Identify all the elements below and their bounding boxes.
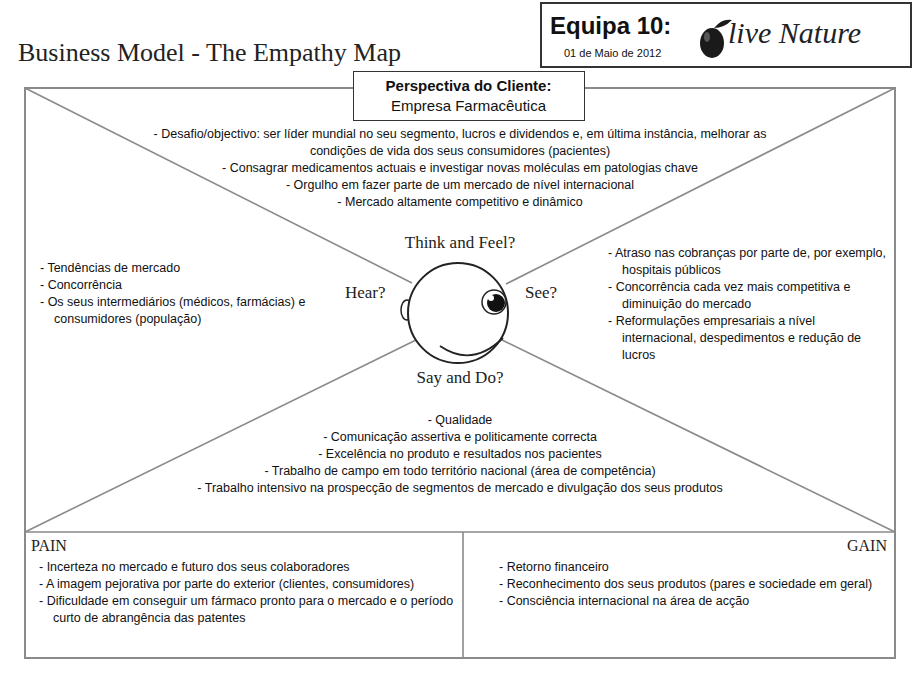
bullet-list: - Qualidade- Comunicação assertiva e pol…: [140, 412, 780, 497]
perspective-box: Perspectiva do Cliente: Empresa Farmacêut…: [353, 71, 585, 121]
bullet-item: - Dificuldade em conseguir um fármaco pr…: [39, 593, 455, 627]
bullet-item: - A imagem pejorativa por parte do exter…: [39, 576, 455, 593]
bullet-item: - Mercado altamente competitivo e dinâmi…: [140, 194, 780, 211]
bullet-item: - Consciência internacional na área de a…: [499, 593, 887, 610]
team-label: Equipa 10:: [550, 12, 671, 40]
bullet-item: - Orgulho em fazer parte de um mercado d…: [140, 177, 780, 194]
bullet-list: - Atraso nas cobranças por parte de, por…: [608, 245, 888, 364]
quadrant-heading: Say and Do?: [100, 368, 820, 388]
diagram-title: Business Model - The Empathy Map: [18, 38, 401, 68]
bullet-list: - Tendências de mercado- Concorrência- O…: [40, 260, 330, 328]
perspective-heading: Perspectiva do Cliente:: [354, 77, 583, 94]
brand-box: Equipa 10: live Nature 01 de Maio de 2012: [540, 2, 912, 68]
quadrant-heading: Hear?: [345, 283, 386, 303]
bullet-list: - Retorno financeiro- Reconhecimento dos…: [499, 559, 887, 610]
quadrant-heading: See?: [525, 283, 557, 303]
bullet-list: - Incerteza no mercado e futuro dos seus…: [39, 559, 455, 627]
date-label: 01 de Maio de 2012: [564, 47, 661, 59]
bullet-item: - Tendências de mercado: [40, 260, 330, 277]
brand-name: live Nature: [728, 16, 861, 50]
gain-box: GAIN - Retorno financeiro- Reconhecimento…: [463, 532, 895, 658]
bullet-item: - Reformulações empresariais a nível int…: [608, 313, 888, 364]
box-heading: PAIN: [31, 537, 67, 555]
bullet-item: - Reconhecimento dos seus produtos (pare…: [499, 576, 887, 593]
map-frame: [25, 88, 895, 658]
perspective-client: Empresa Farmacêutica: [354, 97, 583, 114]
bullet-item: - Consagrar medicamentos actuais e inves…: [140, 160, 780, 177]
divider-line: [462, 532, 464, 658]
pain-box: PAIN - Incerteza no mercado e futuro dos …: [25, 532, 463, 658]
bullet-list: - Desafio/objectivo: ser líder mundial n…: [140, 126, 780, 211]
bullet-item: - Concorrência cada vez mais competitiva…: [608, 279, 888, 313]
bullet-item: - Os seus intermediários (médicos, farmá…: [40, 294, 330, 328]
box-heading: GAIN: [463, 537, 887, 555]
olive-logo: [700, 20, 732, 58]
hear-quadrant: Hear?- Tendências de mercado- Concorrênc…: [30, 255, 370, 345]
bullet-item: - Incerteza no mercado e futuro dos seus…: [39, 559, 455, 576]
divider-line: [25, 531, 895, 533]
face-illustration: [401, 263, 508, 363]
think-feel-quadrant: Think and Feel?- Desafio/objectivo: ser …: [100, 120, 820, 260]
bullet-item: - Desafio/objectivo: ser líder mundial n…: [140, 126, 780, 160]
see-quadrant: See? - Atraso nas cobranças por parte de,…: [520, 240, 892, 380]
bullet-item: - Trabalho de campo em todo território n…: [140, 463, 780, 480]
bullet-item: - Trabalho intensivo na prospecção de se…: [140, 480, 780, 497]
bullet-item: - Atraso nas cobranças por parte de, por…: [608, 245, 888, 279]
bullet-item: - Retorno financeiro: [499, 559, 887, 576]
bullet-item: - Excelência no produto e resultados nos…: [140, 446, 780, 463]
bullet-item: - Comunicação assertiva e politicamente …: [140, 429, 780, 446]
bullet-item: - Qualidade: [140, 412, 780, 429]
say-do-quadrant: Say and Do? - Qualidade- Comunicação asse…: [100, 368, 820, 523]
bullet-item: - Concorrência: [40, 277, 330, 294]
